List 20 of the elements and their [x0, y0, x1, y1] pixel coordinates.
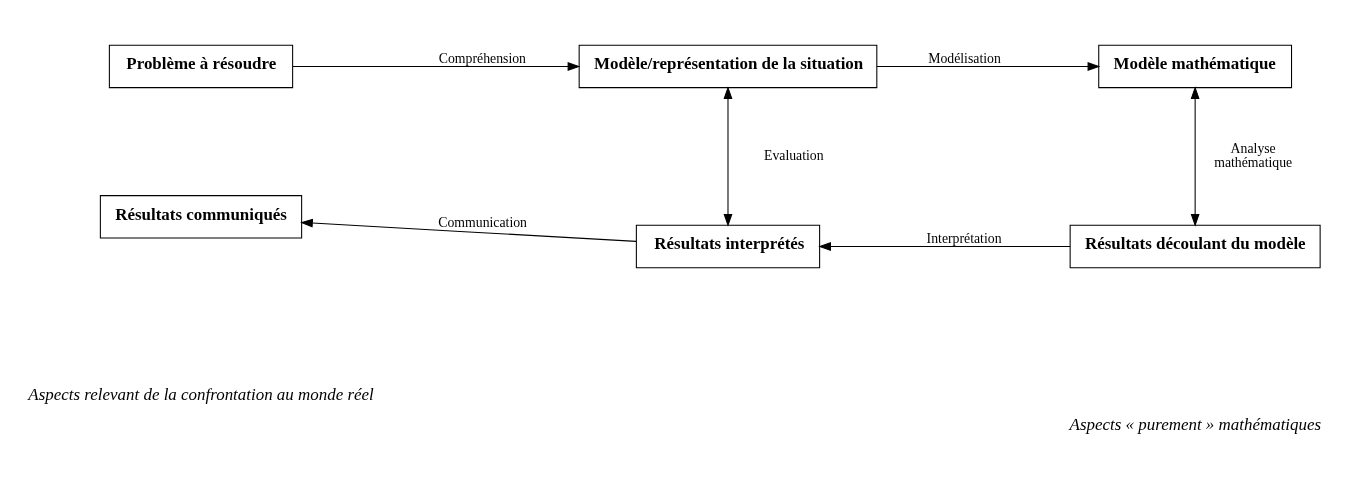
- label: Aspects « purement » mathématiques: [1069, 414, 1322, 434]
- arrow: [818, 241, 1071, 251]
- arrow: [1190, 85, 1200, 227]
- node-box: Résultats communiqués: [99, 194, 303, 239]
- edge-label: Compréhension: [438, 50, 526, 66]
- arrow: [292, 61, 581, 71]
- edge-label: Modélisation: [928, 50, 1001, 66]
- label: Aspects relevant de la confrontation au monde réel: [28, 384, 374, 404]
- edge-label: Analyse mathématique: [1214, 140, 1293, 170]
- node-box: Résultats découlant du modèle: [1069, 224, 1321, 268]
- node-box: Modèle mathématique: [1098, 44, 1293, 88]
- edge-label: Interprétation: [926, 230, 1002, 246]
- node-box: Modèle/représentation de la situation: [578, 44, 878, 88]
- node-box: Résultats interprétés: [635, 224, 821, 268]
- edge-label: Communication: [438, 214, 527, 230]
- edge-label: Evaluation: [764, 147, 824, 163]
- arrow: [300, 218, 637, 242]
- node-box: Problème à résoudre: [108, 44, 294, 88]
- arrow: [723, 85, 733, 227]
- arrow: [876, 61, 1101, 71]
